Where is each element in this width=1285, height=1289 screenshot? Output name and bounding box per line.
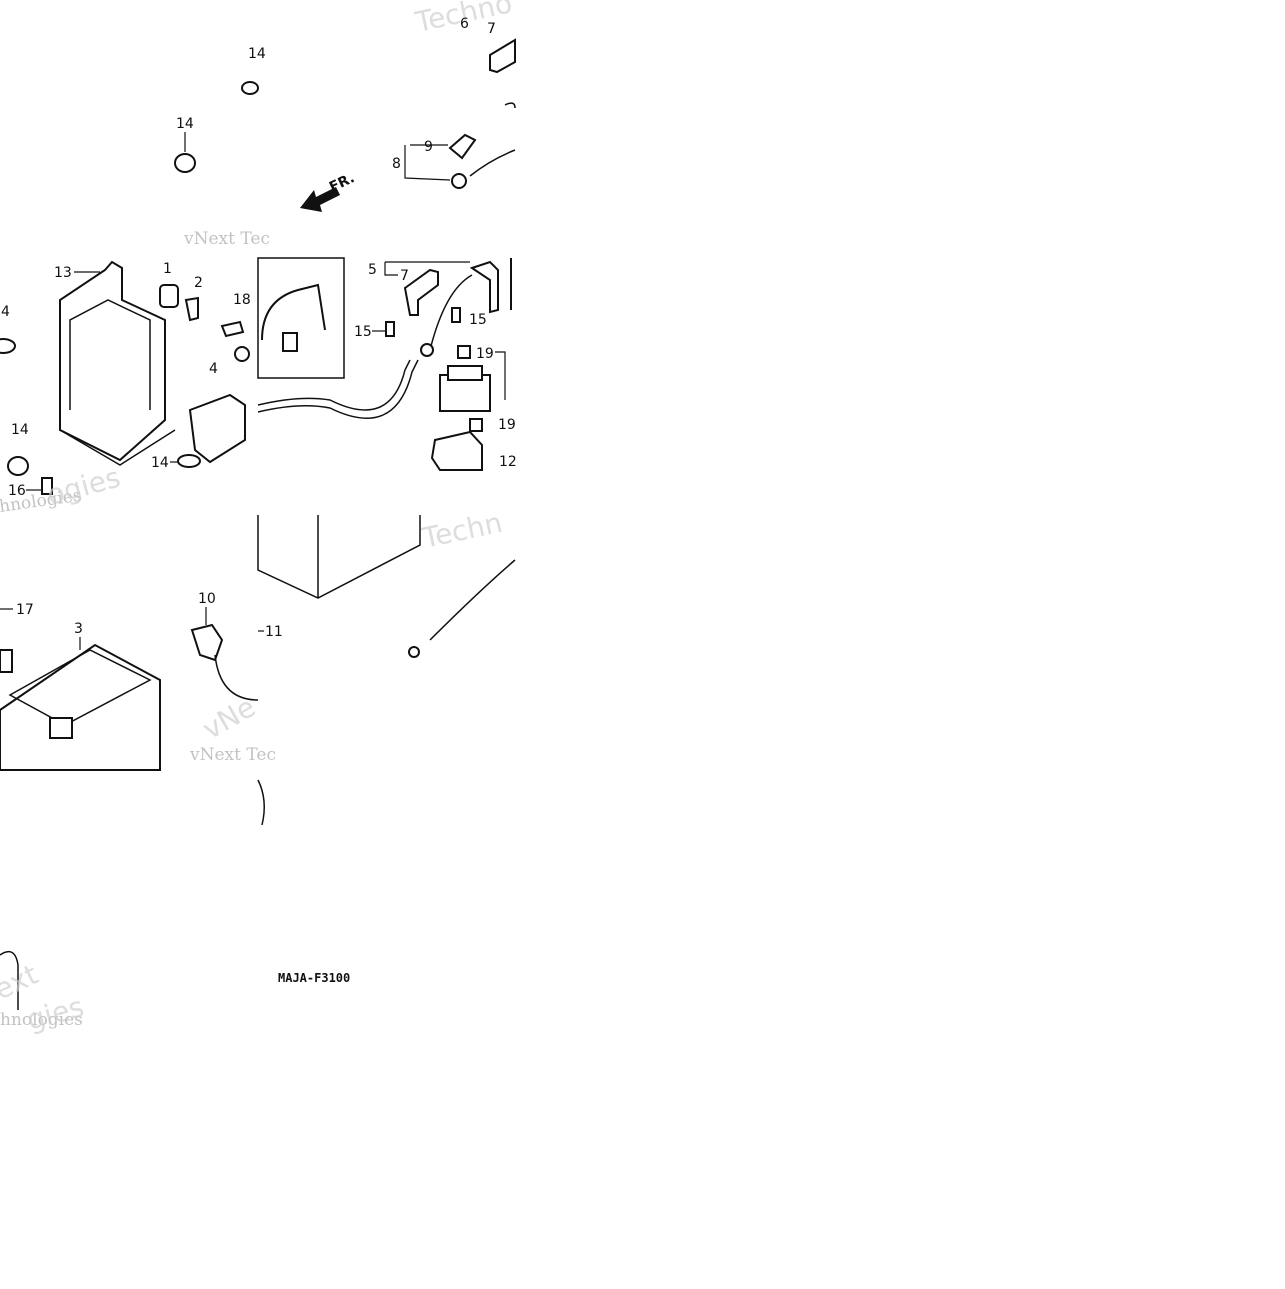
callout-17: 17 <box>16 602 34 618</box>
watermark-text: vNext Tec <box>183 229 270 249</box>
terminal-plate-7 <box>403 268 439 316</box>
callout-18: 18 <box>233 292 251 308</box>
watermark-text: vNext Tec <box>189 745 276 765</box>
ring-terminal <box>451 173 467 189</box>
top-tile: Techno <box>257 0 516 658</box>
callout-7: 7 <box>400 268 409 284</box>
battery-clamp-17 <box>0 649 13 673</box>
callout-10: 10 <box>198 591 216 607</box>
starter-cable-outer <box>257 359 419 419</box>
washer-14-lower <box>7 456 29 476</box>
callout-15: 15 <box>469 312 487 328</box>
callout-19: 19 <box>498 417 516 433</box>
positive-cable-lead <box>429 274 473 351</box>
callout-13: 13 <box>54 265 72 281</box>
grommet-1 <box>159 284 179 308</box>
cable-loop <box>0 950 19 1010</box>
callout-7: 7 <box>487 21 496 37</box>
harness-detail-frame <box>257 257 345 379</box>
negative-cable <box>429 559 516 641</box>
bolt-16 <box>41 477 53 495</box>
callout-15: 15 <box>354 324 372 340</box>
callout-9: 9 <box>424 139 433 155</box>
cable-clip-10 <box>190 623 224 662</box>
callout-4: 4 <box>1 304 10 320</box>
bracket-base <box>59 429 176 466</box>
bracket-inner <box>69 299 151 410</box>
callout-16: 16 <box>8 483 26 499</box>
callout-11: 11 <box>265 624 283 640</box>
negative-cable-eyelet <box>408 646 420 658</box>
terminal-plate-right <box>469 260 499 314</box>
callout-14: 14 <box>11 422 29 438</box>
nut-18 <box>234 346 250 362</box>
bracket-8 <box>404 145 451 181</box>
battery-cable-8 <box>469 149 516 177</box>
left-tile: vNext Tec hnologies ogies <box>0 81 270 517</box>
bottom-fragment: ext hnologies gies MAJA-F3100 <box>0 950 350 1037</box>
bracket-5 <box>384 262 398 276</box>
battery-terminal <box>49 717 73 739</box>
cable-bracket-top <box>489 38 516 74</box>
battery-box-lower <box>257 515 421 599</box>
callout-5: 5 <box>368 262 377 278</box>
callout-14: 14 <box>248 46 266 62</box>
callouts: 14 14 6 7 9 8 FR. 5 7 15 15 19 19 12 13 … <box>0 16 517 650</box>
callout-6: 6 <box>460 16 469 32</box>
watermark-text: Techn <box>419 506 506 555</box>
watermark-text: vNe <box>197 690 261 746</box>
battery-tile: vNext Tec vNe <box>0 623 276 826</box>
callout-8: 8 <box>392 156 401 172</box>
fuse-19-bottom <box>469 418 483 432</box>
direction-label: FR. <box>327 170 357 195</box>
cable-11 <box>214 654 259 701</box>
washer-14-left <box>0 338 16 354</box>
callout-1: 1 <box>163 261 172 277</box>
relay-rubber-cover-12 <box>430 430 483 471</box>
diagram-code: MAJA-F3100 <box>278 971 350 985</box>
watermark-text: ext <box>0 958 43 1007</box>
washer-edge <box>504 102 516 109</box>
terminal-cover-9 <box>448 133 477 160</box>
washer-14-upper <box>174 153 196 173</box>
bolt-18 <box>220 320 245 338</box>
collar-2 <box>184 296 199 322</box>
watermark-text: hnologies <box>0 1010 83 1030</box>
relay-terminal-block <box>447 365 483 381</box>
fuse-19-top <box>457 345 471 359</box>
harness-connector <box>282 332 298 352</box>
callout-2: 2 <box>194 275 203 291</box>
washer-14-top <box>241 81 259 95</box>
regulator-4 <box>188 393 246 464</box>
bolt-15-right <box>451 307 461 323</box>
battery-top <box>8 649 152 726</box>
cable-eyelet <box>420 343 434 357</box>
callout-14: 14 <box>151 455 169 471</box>
callout-4: 4 <box>209 361 218 377</box>
washer-14-right <box>177 454 201 468</box>
wire-harness <box>261 283 326 341</box>
callout-14: 14 <box>176 116 194 132</box>
callout-12: 12 <box>499 454 517 470</box>
callout-19: 19 <box>476 346 494 362</box>
callout-3: 3 <box>74 621 83 637</box>
battery-3 <box>0 643 161 771</box>
front-arrow-icon <box>300 187 340 212</box>
starter-cable <box>257 359 411 411</box>
watermark-text: ogies <box>43 461 124 512</box>
cable-11-lower <box>257 779 265 826</box>
bolt-15-left <box>385 321 395 337</box>
bracket-19 <box>495 351 506 400</box>
